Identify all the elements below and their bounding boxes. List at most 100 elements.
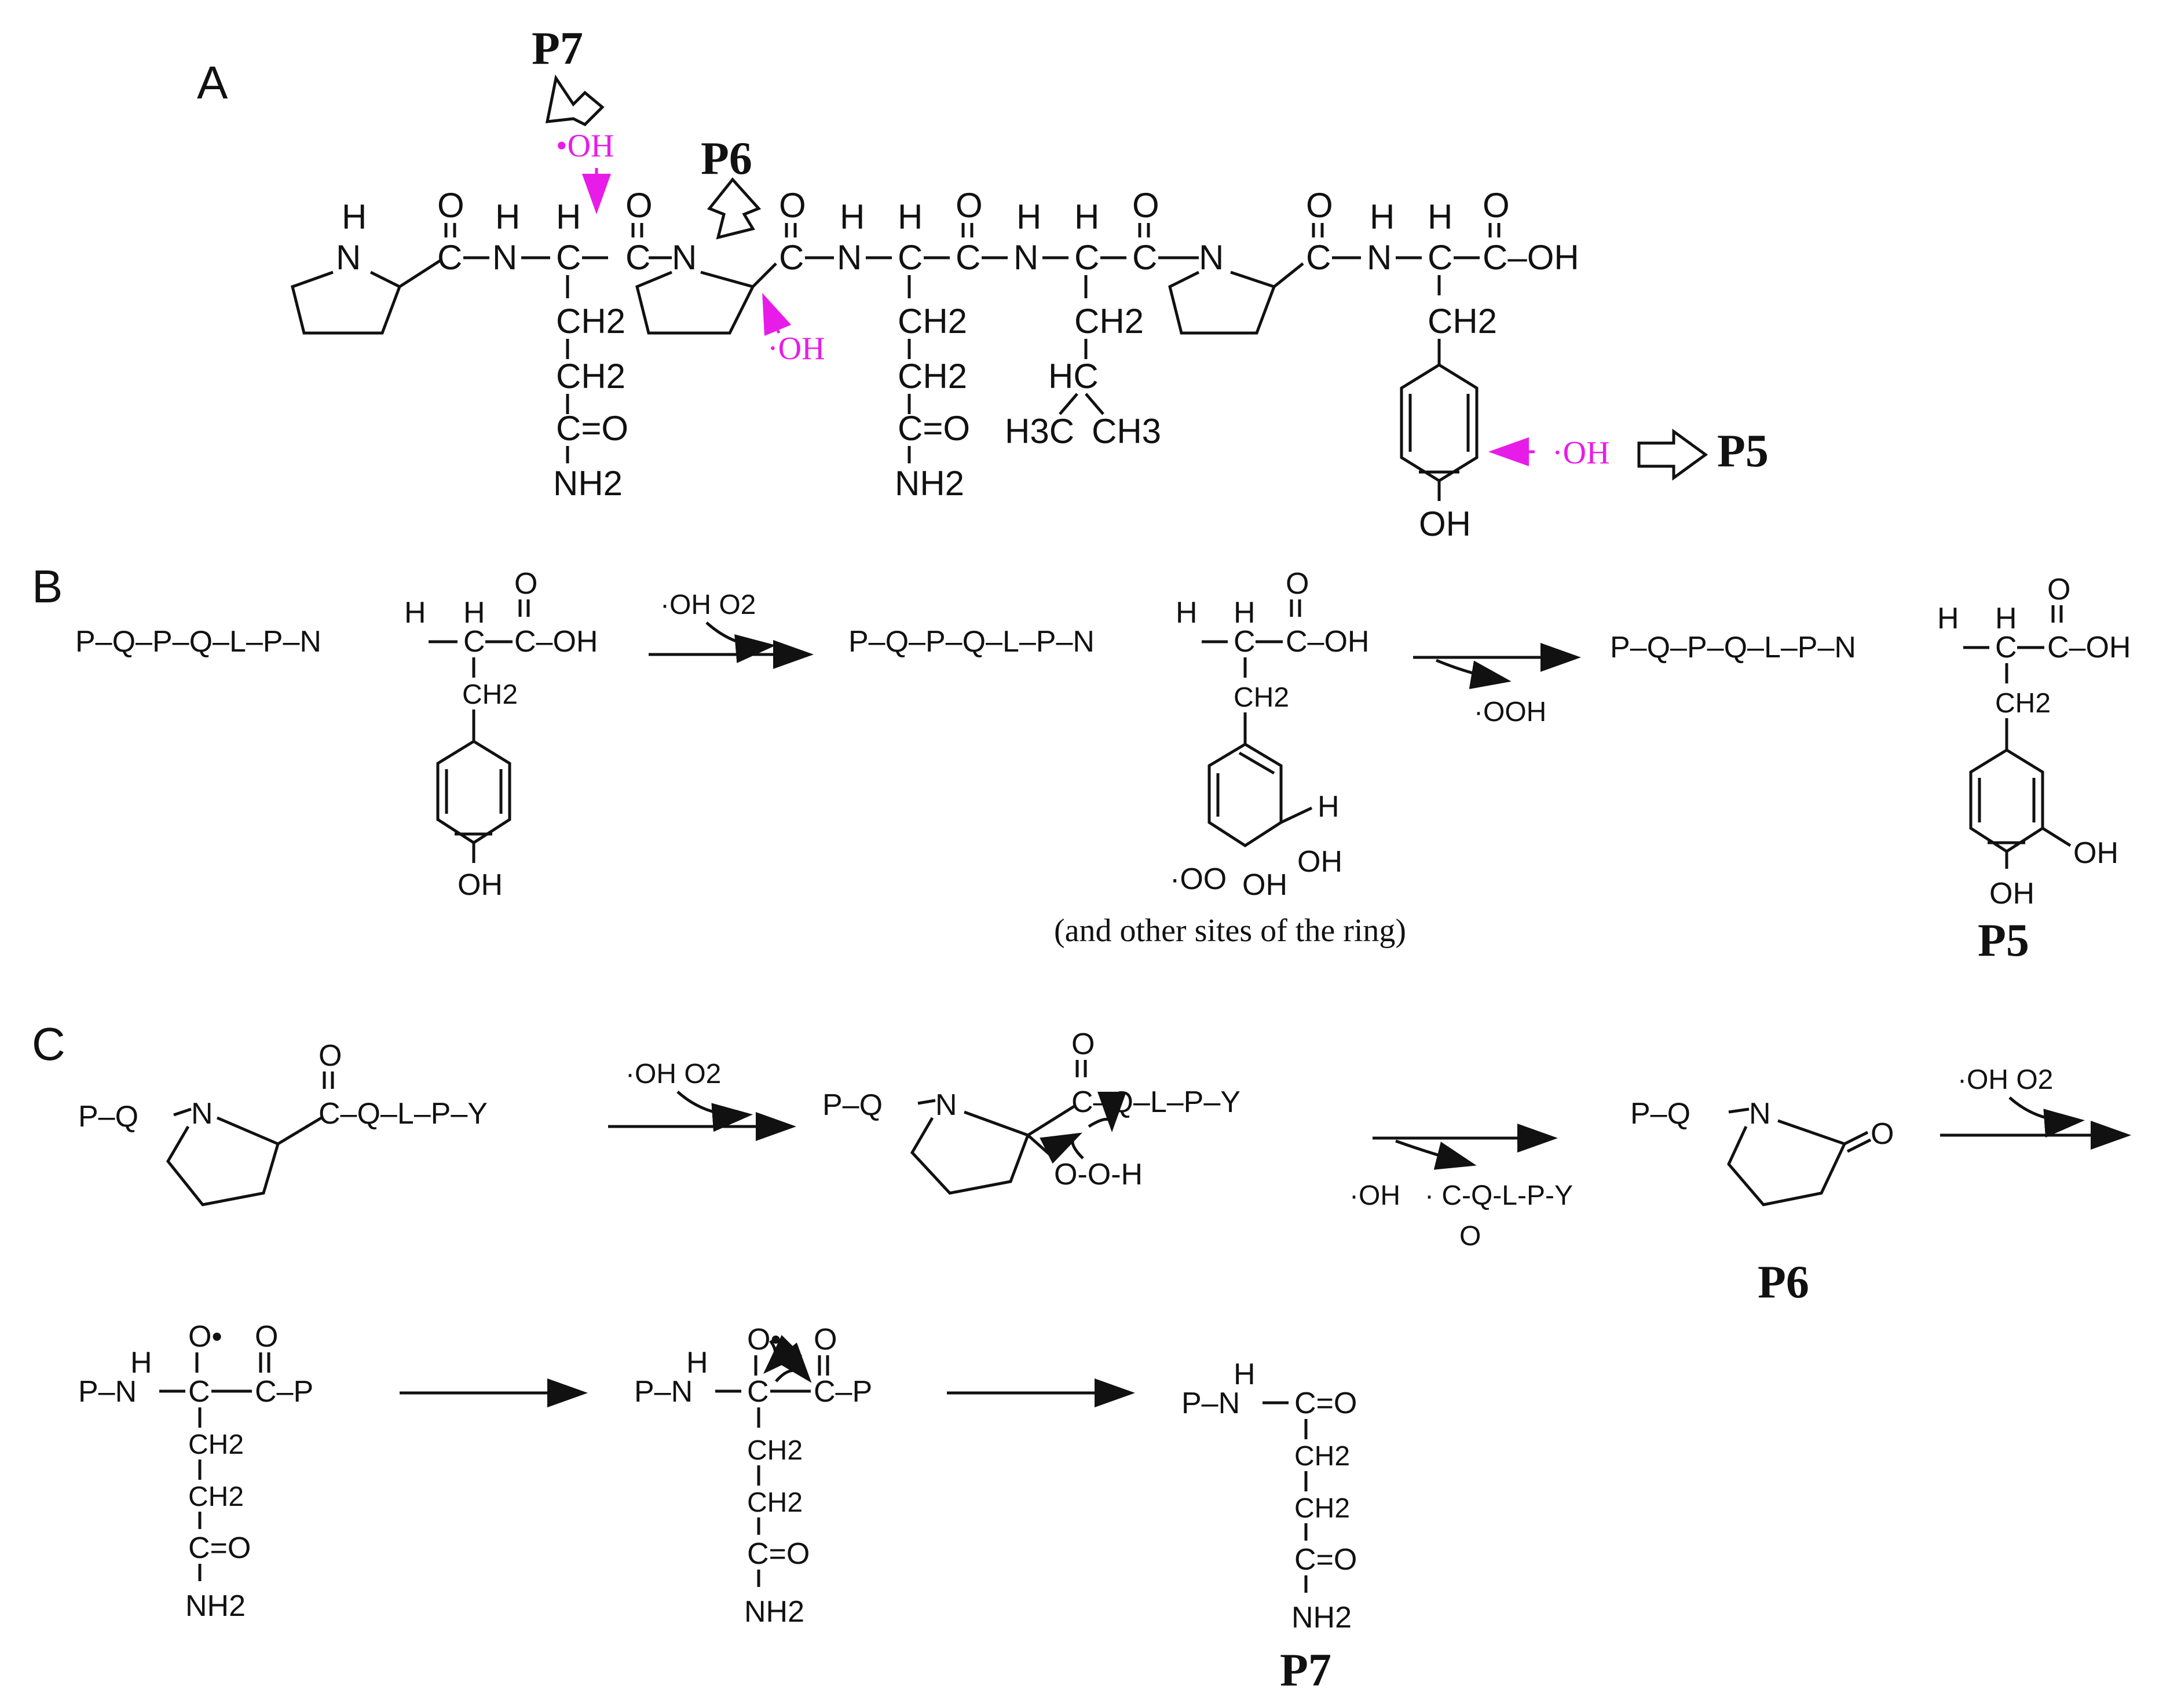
bond-leu-branch-b [1085,393,1104,415]
atom-ch2-f: CH2 [1428,302,1497,341]
atom-ca-5: C [1074,238,1099,277]
c-arrow1-reagent: ·OH O2 [625,1059,721,1089]
atom-h-b2n: H [1176,596,1198,630]
bond-pro1-c [398,259,441,288]
c3-pyrrolidinone-ring [1727,1119,1847,1206]
p6-oh-radical: ·OH [767,331,825,367]
atom-h-ca7: H [1428,198,1452,236]
atom-h-c5n: H [686,1346,708,1380]
c-arrow3-curve [2008,1096,2085,1138]
atom-ch2-c6b: CH2 [1294,1493,1350,1524]
atom-o-c1: O [319,1039,342,1073]
bond-c2-ooh [1027,1134,1055,1160]
atom-h-b1ca: H [463,596,485,630]
atom-o-b3: O [2047,573,2070,606]
bond-b2-h [1280,806,1313,824]
atom-n-5: N [1013,238,1038,277]
p5-product-label-a: P5 [1717,426,1769,477]
b-arrow2-byproduct: ·OOH [1474,697,1546,727]
atom-oh-b3-meta: OH [2073,836,2118,870]
atom-ch2-b3: CH2 [1995,688,2051,719]
atom-n-c3: N [1749,1097,1771,1131]
p7-hollow-arrow [545,74,605,127]
p5-hollow-arrow [1637,429,1708,481]
atom-h3c: H3C [1005,412,1074,451]
chain-c5-cp: C–P [814,1375,872,1409]
atom-oh-b3-para: OH [1989,877,2034,910]
c-arrow2-byproduct-fragment: · C-Q-L-P-Y [1425,1180,1573,1211]
atom-h-ca4: H [898,198,923,236]
bond-pro6-c [1273,262,1304,288]
p6-attack-arrow [762,292,792,336]
c2-pyrrolidine-ring [910,1110,1030,1195]
atom-ch2-b2: CH2 [1234,682,1289,713]
atom-n-pro6: N [1199,238,1224,277]
atom-h-ca2: H [556,198,581,236]
atom-o-b2: O [1286,567,1309,601]
atom-c-oh-a: C–OH [1483,238,1579,277]
atom-ch2-c4a: CH2 [188,1429,244,1460]
atom-h-c4n: H [130,1346,152,1380]
panel-b-label: B [32,561,63,612]
atom-o-rad-c4: O• [188,1320,222,1354]
atom-oh-tyr: OH [1419,504,1471,543]
atom-o-c3: O [1871,1117,1894,1151]
panel-a: A P7 •OH P6 H N O C H N H C O C CH2 [197,23,1769,543]
bond-c1-q-n [173,1107,192,1117]
chain-c2-tail: C–Q–L–P–Y [1071,1085,1240,1119]
bond-leu-branch-a [1059,393,1078,415]
atom-o-4: O [956,186,983,225]
atom-c-c4: C [188,1375,210,1409]
atom-o-6: O [1306,186,1333,225]
atom-o-1: O [437,186,464,225]
atom-n-c2: N [935,1088,957,1122]
atom-nh2-c6: NH2 [1291,1601,1352,1634]
b-arrow1-curve [705,621,776,663]
bond-c2-q-n [917,1099,936,1105]
atom-o-7: O [1483,186,1510,225]
atom-h-n5: H [1016,198,1041,236]
atom-ch2-b: CH2 [556,357,625,396]
chain-c4-cp: C–P [255,1375,313,1409]
c2-electron-arrow-2 [1088,1091,1126,1132]
b-arrow1-reagent: ·OH O2 [660,590,756,620]
panel-c: C P–Q N O C–Q–L–P–Y ·OH O2 P–Q N O C–Q–L… [32,1018,2131,1696]
atom-ch2-c4b: CH2 [188,1482,244,1512]
atom-oh-b1: OH [458,868,503,902]
tyr-benzene-ring [1400,363,1479,482]
pro1-ring [291,270,402,335]
chain-b1: P–Q–P–Q–L–P–N [75,625,321,659]
atom-ch2-b1: CH2 [462,679,518,710]
b1-benzene-ring [436,740,511,844]
atom-o-b1: O [514,567,537,601]
atom-nh2-c4: NH2 [185,1589,246,1623]
atom-n-c1: N [191,1097,213,1131]
atom-c-b1ca: C [463,625,485,659]
atom-amide-c5: C=O [747,1537,810,1571]
atom-c-eq-o-c6: C=O [1294,1387,1357,1420]
b2-ring-inner-2 [1238,751,1275,775]
atom-o-c4: O [255,1320,278,1354]
bond-c2-ring-c [1027,1104,1075,1137]
atom-ca-4: C [898,238,923,277]
atom-c-4: C [956,238,980,277]
atom-n-pro3: N [672,238,697,277]
atom-h-n2: H [495,198,520,236]
atom-hc: HC [1048,357,1099,396]
b-arrow2-curve [1436,659,1512,689]
atom-o-c2: O [1071,1027,1095,1061]
atom-nh2-c5: NH2 [744,1595,804,1629]
pro3-ring [635,270,755,335]
p7-oh-radical: •OH [556,128,614,164]
bond-c1-ring-c [277,1116,323,1146]
atom-amide-c6: C=O [1294,1543,1357,1577]
atom-amide-co-2: C=O [898,409,970,448]
p6-product-label: P6 [1758,1257,1809,1308]
panel-a-label: A [197,57,228,108]
atom-h-pro1: H [342,198,367,236]
bond-c3-co-a [1843,1131,1869,1146]
chain-c1: P–Q [78,1100,138,1133]
atom-c-2: C [625,238,650,277]
chain-b2: P–Q–P–Q–L–P–N [848,625,1095,659]
